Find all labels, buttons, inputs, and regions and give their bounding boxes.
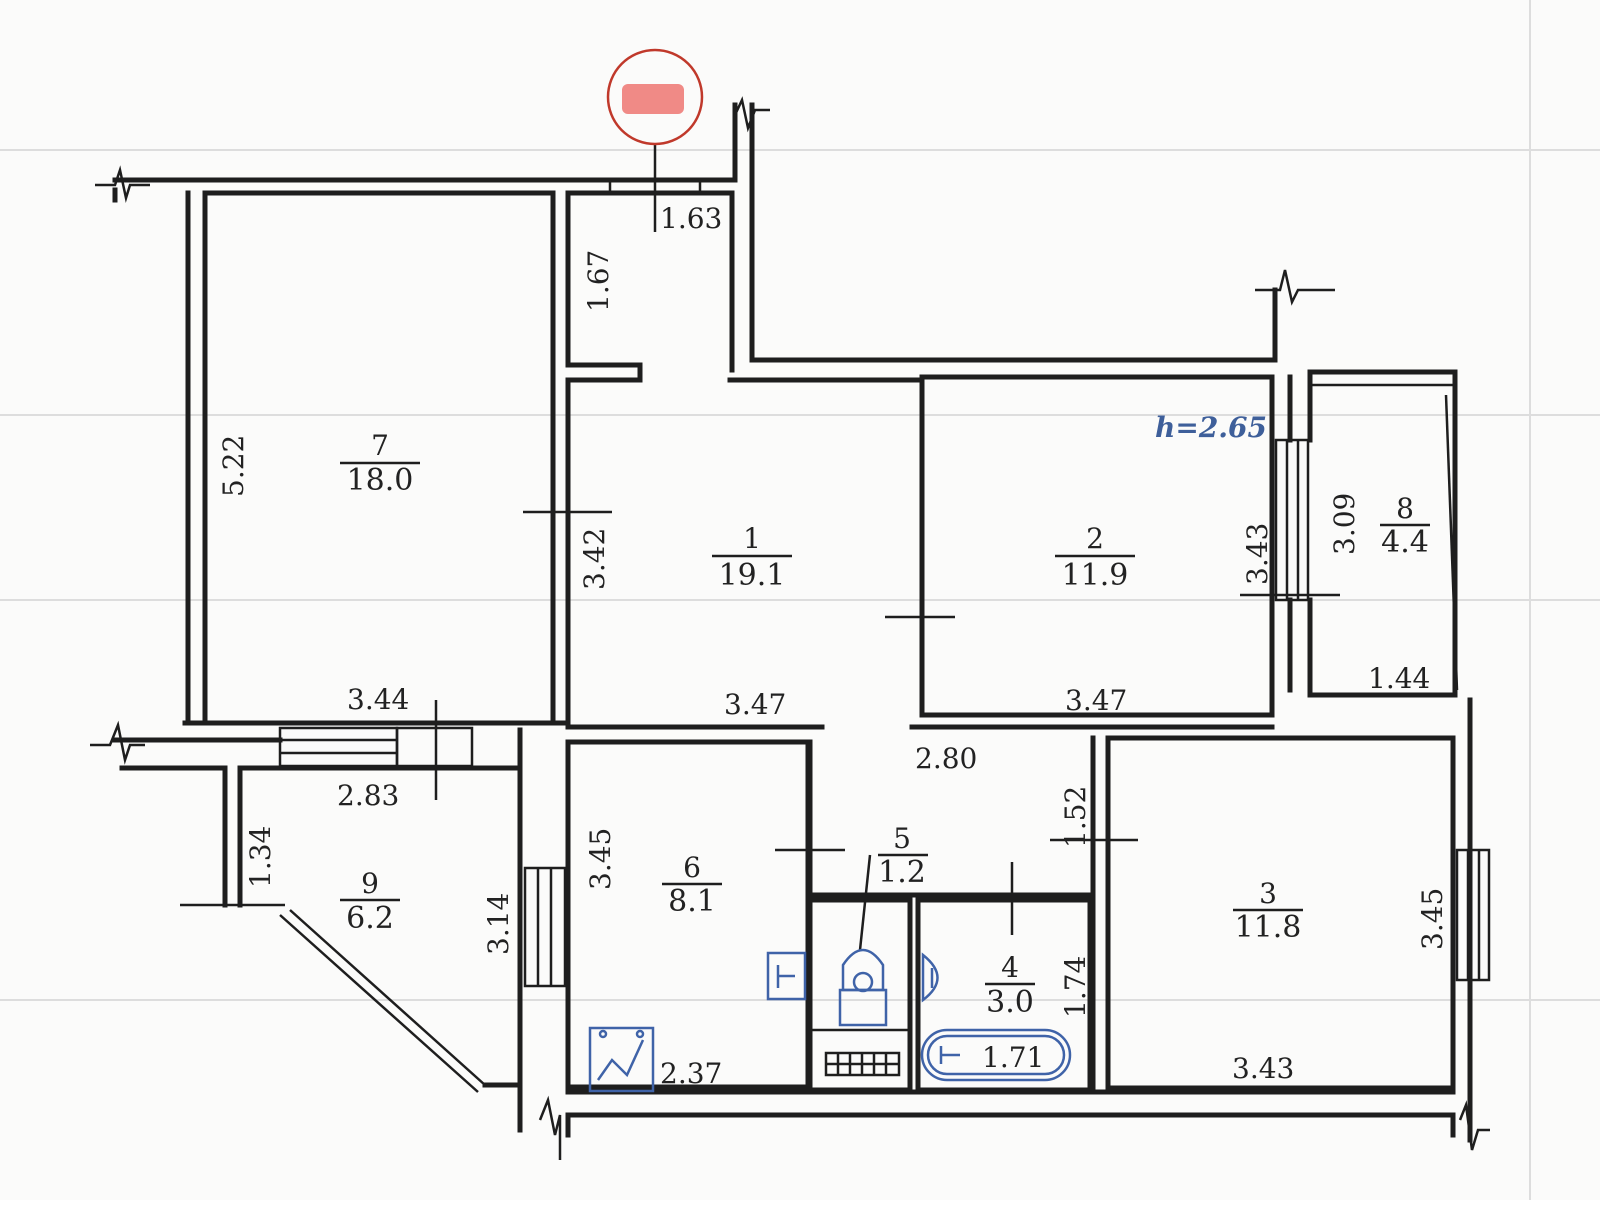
- dim-1-74: 1.74: [1059, 956, 1092, 1018]
- room-9-number: 9: [361, 867, 379, 900]
- room-3-number: 3: [1259, 877, 1277, 910]
- sink-icon: [766, 951, 807, 1001]
- walls: [112, 102, 1473, 1143]
- dim-3-09: 3.09: [1328, 493, 1361, 555]
- room-1-number: 1: [743, 522, 761, 555]
- toilet-icon: [838, 948, 888, 1027]
- dim-1-63: 1.63: [660, 202, 722, 235]
- room-label-5: 5 1.2: [878, 822, 928, 890]
- dim-3-45-room6: 3.45: [584, 828, 617, 890]
- room-1-area: 19.1: [719, 558, 786, 593]
- room-label-2: 2 11.9: [1055, 522, 1135, 593]
- dimension-ticks: [434, 145, 1340, 951]
- dim-2-37: 2.37: [660, 1057, 722, 1090]
- room-label-3: 3 11.8: [1233, 877, 1303, 945]
- room-label-9: 9 6.2: [340, 867, 400, 936]
- window-room-2-right: [1274, 438, 1310, 602]
- room-label-6: 6 8.1: [662, 851, 722, 919]
- bathtub-icon: [920, 1028, 1072, 1082]
- window-room-9-right: [523, 866, 567, 988]
- window-room-9-top: [278, 726, 399, 768]
- fixtures: [588, 948, 1072, 1093]
- dim-3-44: 3.44: [347, 683, 409, 716]
- room-7-number: 7: [371, 429, 389, 462]
- room-2-area: 11.9: [1062, 558, 1129, 593]
- room-labels: 7 18.0 1 19.1 2 11.9 8 4.4 5 1.2 6 8.1: [340, 429, 1430, 1020]
- dim-1-44: 1.44: [1368, 662, 1430, 695]
- room-2-number: 2: [1086, 522, 1104, 555]
- redacted-marker-icon: [606, 48, 704, 146]
- dim-3-47-hall: 3.47: [724, 688, 786, 721]
- room-2-walls: [919, 374, 1275, 718]
- window-room-9-top-b: [395, 726, 474, 768]
- dim-3-47-room2: 3.47: [1065, 684, 1127, 717]
- dim-3-45-room3: 3.45: [1416, 888, 1449, 950]
- room-5-area: 1.2: [878, 855, 926, 890]
- dim-1-71: 1.71: [982, 1041, 1044, 1074]
- room-4-area: 3.0: [986, 985, 1034, 1020]
- window-room-3-right: [1455, 848, 1491, 982]
- room-label-8: 8 4.4: [1380, 492, 1430, 560]
- dim-1-34: 1.34: [244, 826, 277, 888]
- dimension-labels: 1.63 1.67 5.22 3.42 3.44 3.47 3.47 3.43 …: [217, 202, 1449, 1090]
- ceiling-height-label: h=2.65: [1155, 411, 1267, 444]
- room-label-4: 4 3.0: [985, 951, 1035, 1020]
- room-4-number: 4: [1001, 951, 1019, 984]
- dim-3-14: 3.14: [482, 893, 515, 955]
- room-8-number: 8: [1396, 492, 1414, 525]
- windows: [278, 178, 1491, 988]
- dim-3-43-room3: 3.43: [1232, 1052, 1294, 1085]
- stove-icon: [588, 1026, 655, 1093]
- radiator-icon: [824, 1051, 901, 1077]
- room-8-area: 4.4: [1381, 525, 1429, 560]
- dim-2-80: 2.80: [915, 742, 977, 775]
- dim-3-42: 3.42: [578, 528, 611, 590]
- room-3-walls: [1105, 735, 1456, 1091]
- break-marks: [90, 96, 1490, 1160]
- room-6-area: 8.1: [668, 884, 716, 919]
- sink-icon-bath: [921, 952, 939, 1003]
- dim-1-67: 1.67: [582, 250, 615, 312]
- dim-2-83: 2.83: [337, 779, 399, 812]
- room-label-1: 1 19.1: [712, 522, 792, 593]
- room-7-area: 18.0: [347, 463, 414, 498]
- room-9-area: 6.2: [346, 901, 394, 936]
- room-label-7: 7 18.0: [340, 429, 420, 498]
- dim-1-52: 1.52: [1059, 786, 1092, 848]
- dim-5-22: 5.22: [217, 435, 250, 497]
- room-6-number: 6: [683, 851, 701, 884]
- dim-3-43-room2: 3.43: [1241, 523, 1274, 585]
- room-3-area: 11.8: [1235, 910, 1302, 945]
- room-5-number: 5: [893, 822, 911, 855]
